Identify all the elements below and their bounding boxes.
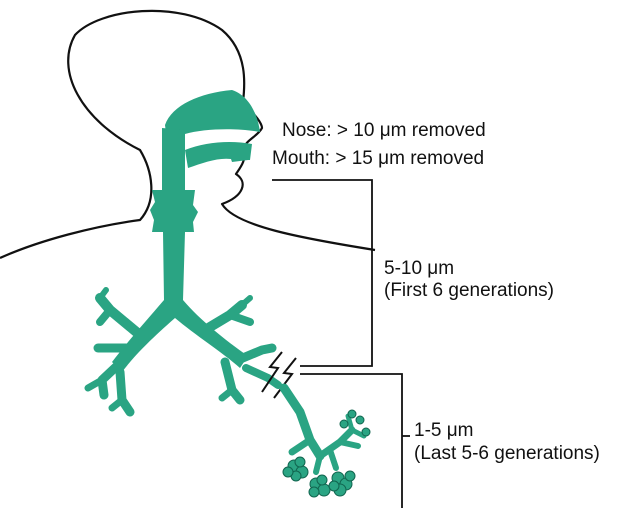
lower-note-label: (Last 5-6 generations)	[414, 443, 600, 465]
mouth-label: Mouth: > 15 μm removed	[272, 148, 484, 170]
left-bronchi	[88, 290, 140, 412]
pharynx	[162, 128, 185, 190]
lower-size-label: 1-5 μm	[414, 420, 474, 442]
larynx	[150, 190, 198, 232]
middle-note-label: (First 6 generations)	[384, 280, 554, 302]
nose-label: Nose: > 10 μm removed	[282, 120, 486, 142]
nose-tip-blob	[228, 148, 250, 162]
middle-size-label: 5-10 μm	[384, 258, 454, 280]
bracket-upper	[272, 180, 372, 366]
